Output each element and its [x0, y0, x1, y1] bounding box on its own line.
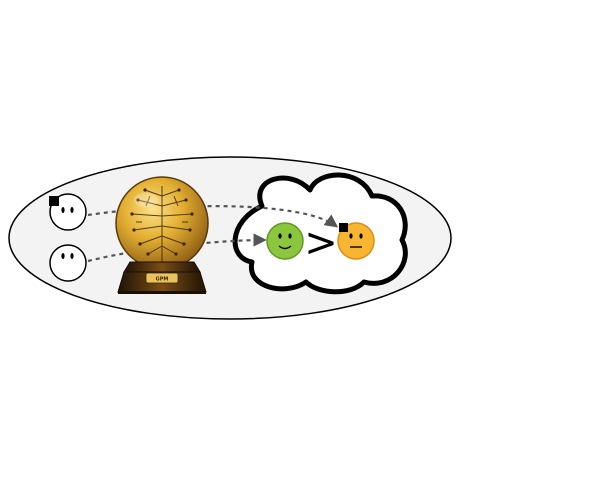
less-preferred-face	[337, 222, 375, 260]
observer-bottom	[49, 244, 87, 282]
preferred-face	[266, 222, 304, 260]
thought-cloud-icon	[232, 172, 408, 295]
globe-label: GPM	[156, 277, 169, 283]
crystal-ball-icon: GPM	[115, 176, 209, 294]
observer-top	[49, 193, 87, 231]
greater-than-symbol: >	[304, 220, 338, 266]
dashed-arrow-bottom	[87, 233, 267, 263]
neutral-face-icon	[49, 244, 87, 282]
smiling-face-icon	[266, 222, 304, 260]
square-marker-icon	[339, 223, 348, 232]
square-marker-icon	[49, 196, 59, 206]
